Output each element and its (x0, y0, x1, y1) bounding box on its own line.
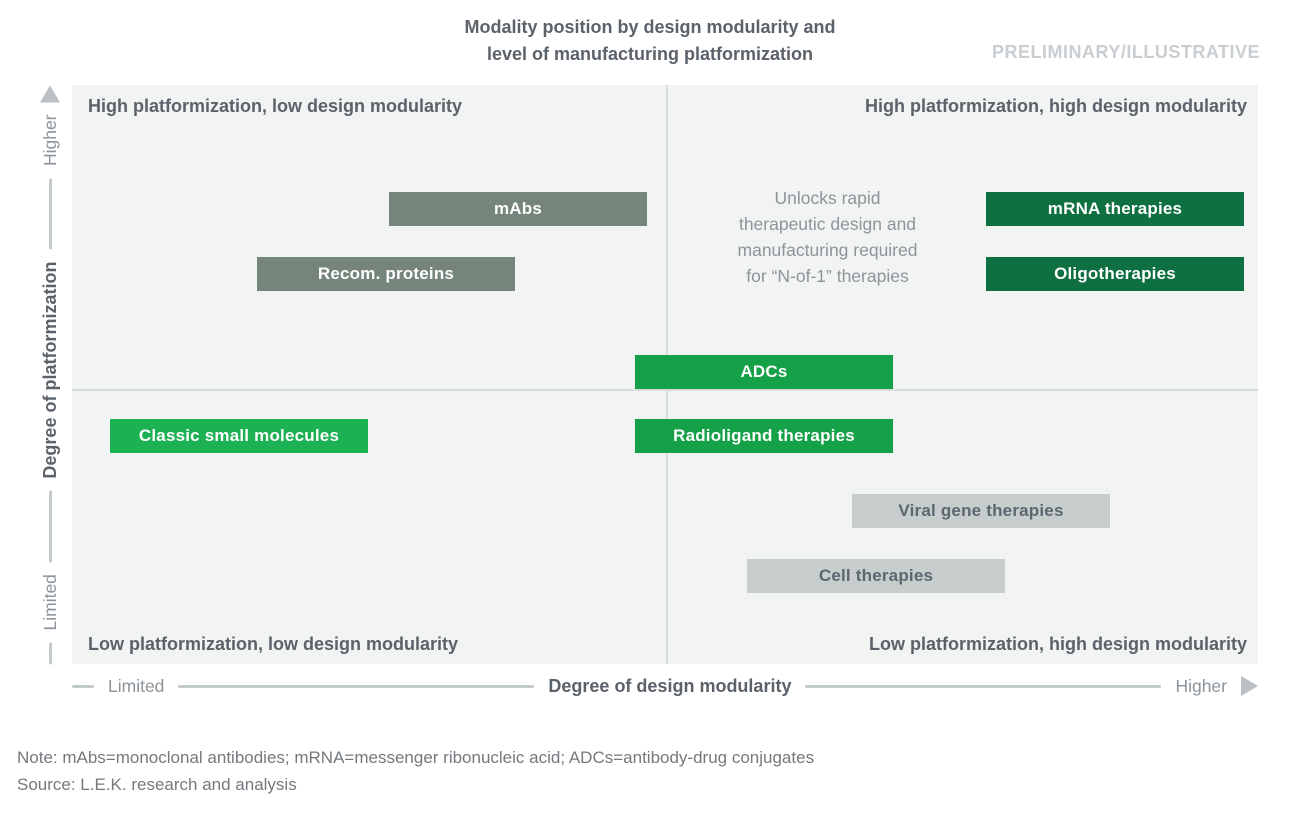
modality-box-radioligand-therapies: Radioligand therapies (635, 419, 893, 453)
preliminary-watermark: PRELIMINARY/ILLUSTRATIVE (992, 42, 1260, 62)
x-axis-right-label: Higher (1175, 675, 1227, 696)
modality-box-mrna-therapies: mRNA therapies (986, 192, 1244, 226)
n-of-1-annotation: Unlocks rapid therapeutic design and man… (680, 185, 975, 289)
x-axis-title: Degree of design modularity (548, 675, 792, 696)
y-axis-bottom-label: Limited (39, 573, 60, 630)
quadrant-label-bottom-right: Low platformization, high design modular… (869, 634, 1247, 654)
modality-box-recom-proteins: Recom. proteins (257, 257, 515, 291)
quadrant-plot-area: High platformization, low design modular… (72, 85, 1258, 664)
x-axis-left-segment (178, 684, 535, 688)
modality-box-oligotherapies: Oligotherapies (986, 257, 1244, 291)
y-axis-bottom-dash (48, 642, 52, 664)
x-axis: Limited Degree of design modularity High… (72, 672, 1258, 700)
modality-box-mabs: mAbs (389, 192, 647, 226)
y-axis-title: Degree of platformization (39, 261, 60, 479)
chart-title-line2: level of manufacturing platformization (486, 44, 814, 64)
footer-source: Source: L.E.K. research and analysis (17, 775, 297, 794)
y-axis-arrow-icon (40, 84, 60, 102)
y-axis-lower-segment (48, 490, 52, 562)
annotation-line3: manufacturing required (737, 240, 918, 260)
y-axis-upper-segment (48, 177, 52, 250)
x-axis-arrow-icon (1241, 676, 1258, 696)
y-axis-strip: Limited Degree of platformization Higher (30, 84, 70, 664)
modality-box-cell-therapies: Cell therapies (747, 559, 1005, 593)
horizontal-divider-line (72, 389, 1258, 391)
footer-note: Note: mAbs=monoclonal antibodies; mRNA=m… (17, 748, 815, 767)
annotation-line2: therapeutic design and (738, 214, 917, 234)
chart-title-line1: Modality position by design modularity a… (464, 17, 836, 37)
modality-box-classic-small-molecules: Classic small molecules (110, 419, 368, 453)
footer: Note: mAbs=monoclonal antibodies; mRNA=m… (17, 744, 814, 798)
annotation-line4: for “N-of-1” therapies (746, 266, 909, 286)
modality-box-viral-gene-therapies: Viral gene therapies (852, 494, 1110, 528)
chart-title: Modality position by design modularity a… (0, 14, 1300, 68)
y-axis-top-label: Higher (39, 113, 60, 166)
modality-box-adcs: ADCs (635, 355, 893, 389)
quadrant-label-top-left: High platformization, low design modular… (88, 96, 463, 116)
annotation-line1: Unlocks rapid (774, 188, 881, 208)
quadrant-label-top-right: High platformization, high design modula… (865, 96, 1247, 116)
x-axis-right-segment (805, 684, 1162, 688)
x-axis-left-dash (72, 684, 94, 688)
quadrant-label-bottom-left: Low platformization, low design modulari… (88, 634, 459, 654)
y-axis: Limited Degree of platformization Higher (30, 84, 70, 664)
x-axis-left-label: Limited (108, 675, 165, 696)
